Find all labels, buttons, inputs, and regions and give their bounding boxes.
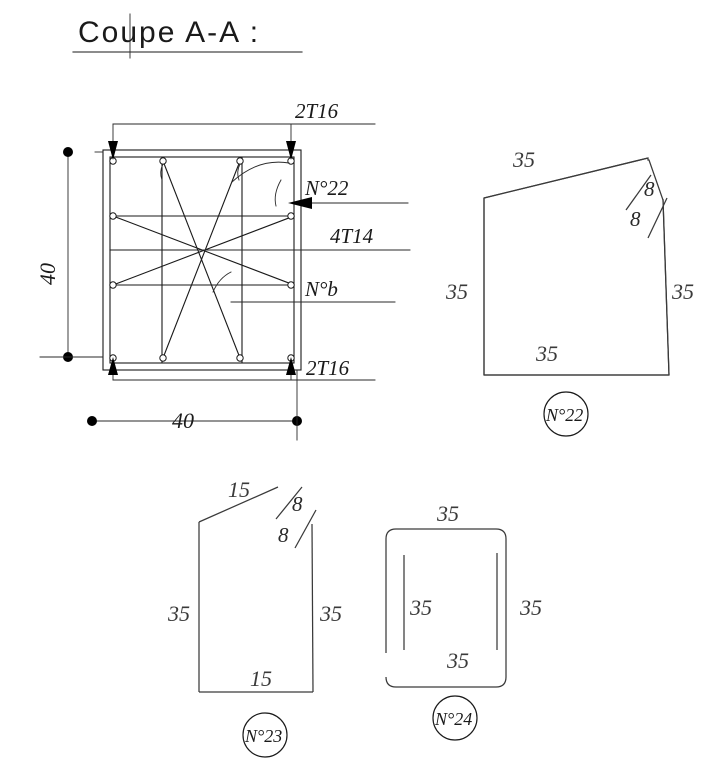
detail-n23-hook-lower-label: 8 bbox=[278, 523, 289, 547]
rebar-left-upper bbox=[109, 212, 117, 220]
detail-n23-hook-lower-line bbox=[294, 509, 317, 549]
dim-dot-left bbox=[87, 416, 97, 426]
detail-n23-top-dim: 15 bbox=[228, 477, 250, 502]
detail-n23: 15 35 35 15 8 8 N°23 bbox=[167, 477, 342, 758]
concrete-outline bbox=[102, 149, 302, 371]
callout-side-bars-label: 4T14 bbox=[330, 224, 374, 248]
detail-n22-left-dim: 35 bbox=[445, 279, 468, 304]
arrow-bottom-right bbox=[286, 357, 296, 375]
callout-4t14: 4T14 bbox=[189, 224, 411, 251]
n22-leader-curve bbox=[231, 161, 290, 183]
detail-n22-top-edge bbox=[483, 157, 649, 199]
detail-n22-tag: N°22 bbox=[543, 391, 589, 437]
detail-n22-tag-label: N°22 bbox=[545, 405, 583, 425]
detail-n22-hook-lower-label: 8 bbox=[630, 207, 641, 231]
detail-n23-right-edge bbox=[311, 523, 314, 693]
main-cross-section: 2T16 2T16 N°22 4T14 bbox=[35, 99, 411, 441]
detail-n22-outline bbox=[483, 157, 670, 376]
callout-n22: N°22 bbox=[288, 176, 409, 209]
detail-n23-bottom-dim: 15 bbox=[250, 666, 272, 691]
callout-stirrup-inner-label: N°b bbox=[304, 277, 338, 301]
dimension-width: 40 bbox=[87, 369, 302, 441]
detail-n24-bottom-dim: 35 bbox=[446, 648, 469, 673]
page-title-group: Coupe A-A : bbox=[72, 13, 303, 59]
detail-n22: 35 35 35 35 8 8 N°22 bbox=[445, 147, 694, 437]
rebar-right-upper bbox=[287, 212, 295, 220]
detail-n23-tag-label: N°23 bbox=[244, 726, 282, 746]
detail-n24-left-dim: 35 bbox=[409, 595, 432, 620]
rebar-left-lower bbox=[109, 281, 117, 289]
detail-n23-tag: N°23 bbox=[242, 712, 288, 758]
callout-bottom-bars-label: 2T16 bbox=[306, 356, 350, 380]
rebar-bottom-mid-left bbox=[159, 354, 167, 362]
arrow-bottom-left bbox=[108, 357, 118, 375]
callout-top-2t16: 2T16 bbox=[108, 99, 376, 160]
detail-n24-right-dim: 35 bbox=[519, 595, 542, 620]
detail-n22-right-dim: 35 bbox=[671, 279, 694, 304]
dimension-height: 40 bbox=[35, 147, 104, 362]
arrow-top-left bbox=[108, 141, 118, 160]
arrow-n22 bbox=[288, 197, 312, 209]
diagonal-ties bbox=[109, 160, 295, 359]
detail-n23-right-dim: 35 bbox=[319, 601, 342, 626]
dimension-width-label: 40 bbox=[172, 408, 194, 433]
page-title: Coupe A-A : bbox=[78, 16, 260, 49]
detail-n24-tag-label: N°24 bbox=[434, 709, 472, 729]
detail-n24-tag: N°24 bbox=[432, 695, 478, 741]
rebar-bottom-mid-right bbox=[236, 354, 244, 362]
stirrup-hook-tails bbox=[160, 163, 241, 181]
detail-n22-hook-upper-label: 8 bbox=[644, 177, 655, 201]
detail-n23-left-dim: 35 bbox=[167, 601, 190, 626]
detail-n24-outer-path bbox=[385, 528, 507, 688]
detail-n24: 35 35 35 35 N°24 bbox=[385, 501, 542, 741]
detail-n23-hook-upper-line bbox=[275, 486, 303, 520]
detail-n22-bottom-dim: 35 bbox=[535, 341, 558, 366]
rebar-right-lower bbox=[287, 281, 295, 289]
detail-n24-top-dim: 35 bbox=[436, 501, 459, 526]
callout-top-bars-label: 2T16 bbox=[295, 99, 339, 123]
nb-leader-curve bbox=[212, 271, 232, 293]
dim-dot-top bbox=[63, 147, 73, 157]
arrow-top-right bbox=[286, 141, 296, 160]
callout-nb: N°b bbox=[230, 277, 396, 303]
callout-bottom-2t16: 2T16 bbox=[108, 356, 376, 381]
detail-n23-hook-upper-label: 8 bbox=[292, 492, 303, 516]
callout-stirrup-outer-label: N°22 bbox=[304, 176, 349, 200]
detail-n22-hook-lower-line bbox=[647, 197, 668, 239]
n22-leader-tail bbox=[274, 179, 282, 207]
rebar-top-mid-right bbox=[236, 157, 244, 165]
detail-n22-right-edge bbox=[662, 198, 670, 376]
rebar-top-mid-left bbox=[159, 157, 167, 165]
detail-n22-hook-upper-line bbox=[625, 174, 652, 211]
detail-n23-top-edge bbox=[198, 486, 279, 523]
detail-n22-top-dim: 35 bbox=[512, 147, 535, 172]
dimension-height-label: 40 bbox=[35, 263, 60, 285]
stirrup-outer-frame bbox=[109, 156, 295, 364]
